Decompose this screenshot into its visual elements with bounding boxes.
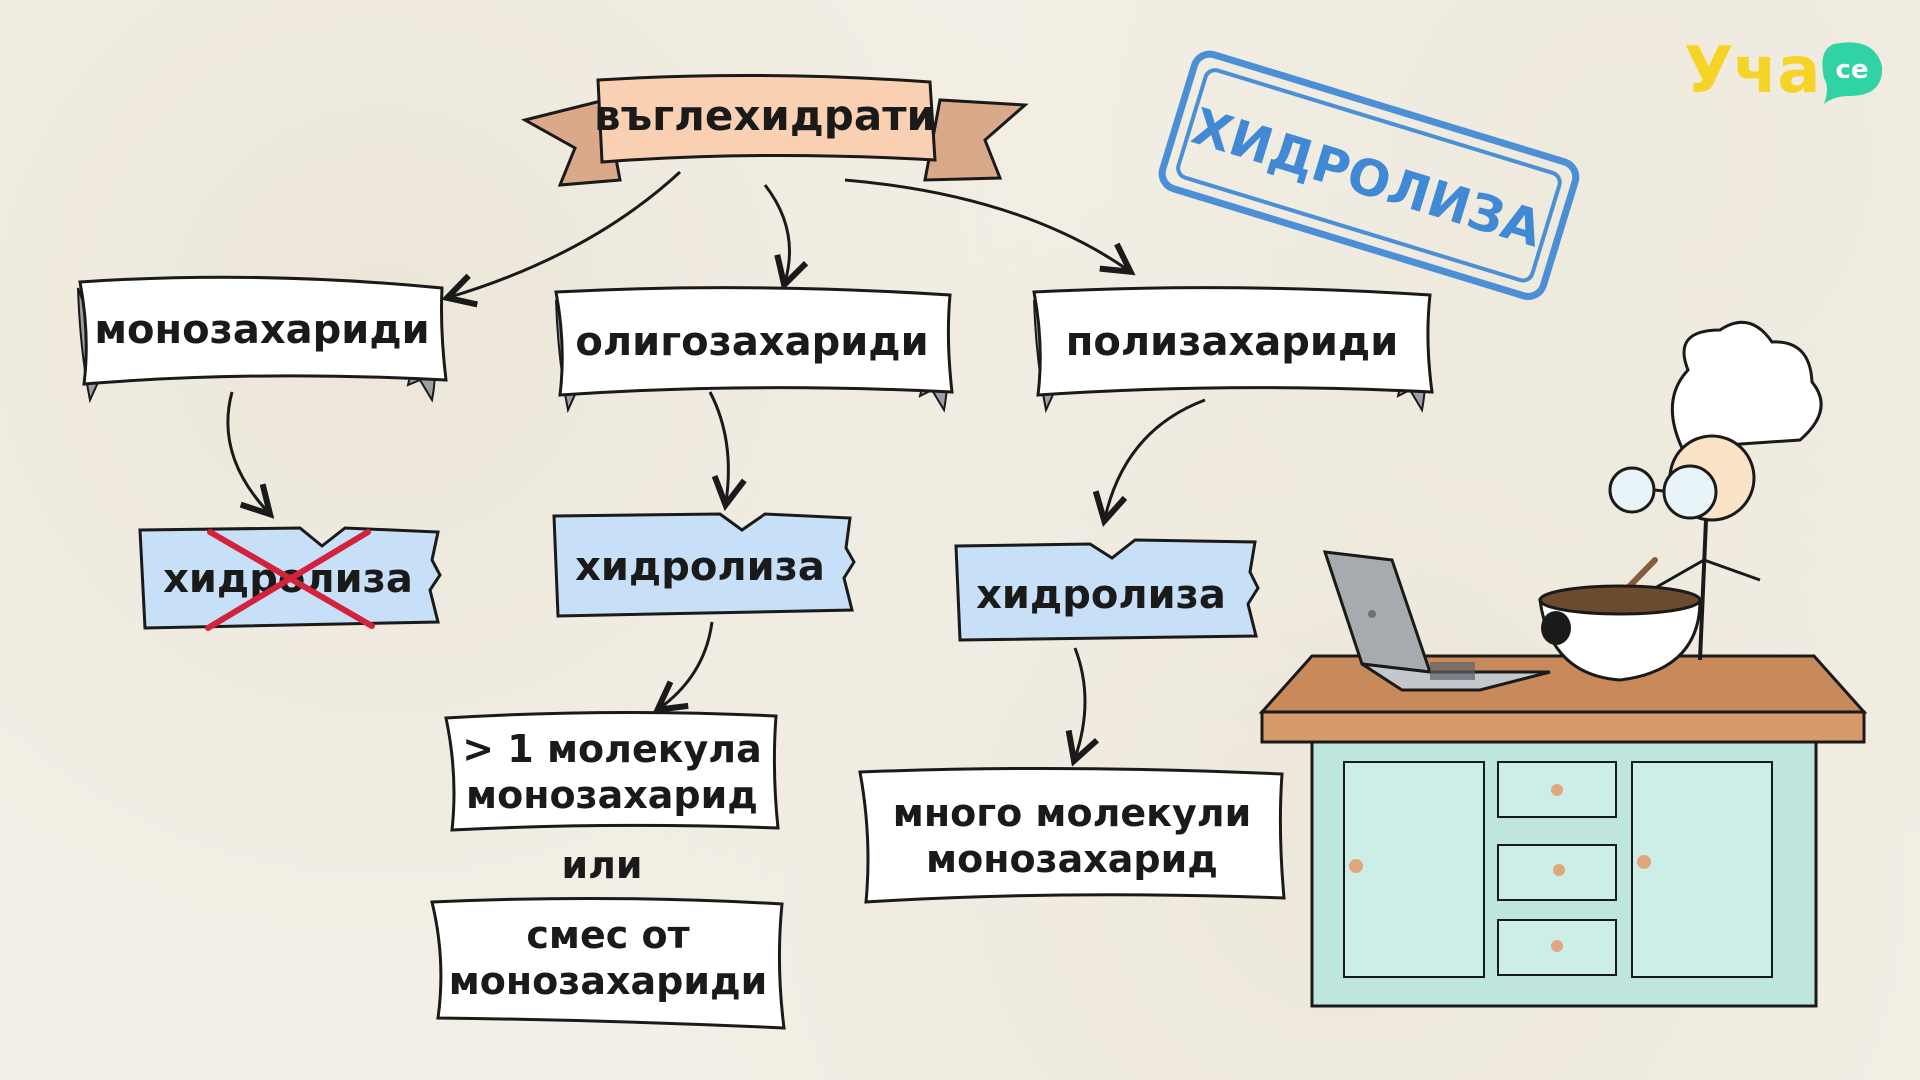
process-box-mono: хидролиза — [138, 526, 442, 631]
title-text: въглехидрати — [594, 91, 936, 140]
process-label-poly: хидролиза — [976, 572, 1226, 618]
logo-text: Уча — [1684, 34, 1820, 108]
result-poly-line1: много молекули — [893, 791, 1251, 835]
logo-badge-text: се — [1835, 55, 1868, 85]
chef-character-icon — [1608, 320, 1823, 661]
arrow-title-to-poly — [844, 178, 1128, 270]
mixing-bowl-icon — [1538, 584, 1702, 682]
result-box-poly: много молекули монозахарид — [858, 766, 1286, 904]
category-label-mono: монозахариди — [94, 307, 429, 353]
result-poly-line2: монозахарид — [926, 837, 1218, 881]
arrow-title-to-oligo — [763, 184, 790, 282]
title-banner: въглехидрати — [520, 73, 1029, 187]
scroll-polysaccharides: полизахариди — [1032, 286, 1434, 414]
arrow-poly-hydrolysis-to-result — [1075, 647, 1085, 758]
process-box-poly: хидролиза — [954, 538, 1260, 642]
arrow-oligo-to-hydrolysis — [708, 391, 728, 502]
scroll-monosaccharides: монозахариди — [77, 275, 448, 404]
arrow-oligo-hydrolysis-to-result — [660, 621, 714, 708]
arrow-title-to-mono — [450, 170, 682, 297]
scroll-oligosaccharides: олигозахариди — [554, 286, 954, 414]
connector-or: или — [561, 843, 642, 887]
alt-result-line1: смес от — [526, 913, 689, 957]
result-box-oligo: > 1 молекула монозахарид — [444, 710, 780, 832]
arrow-poly-to-hydrolysis — [1105, 398, 1206, 518]
uchase-logo: Уча се — [1684, 34, 1883, 108]
alt-result-box-oligo: смес от монозахариди — [430, 896, 786, 1030]
kitchen-counter-icon — [1258, 654, 1868, 1008]
category-label-oligo: олигозахариди — [575, 319, 928, 365]
result-oligo-line1: > 1 молекула — [462, 727, 762, 771]
cross-out-mark — [205, 529, 375, 631]
alt-result-line2: монозахариди — [449, 959, 768, 1003]
arrow-mono-to-hydrolysis — [226, 391, 268, 512]
process-label-oligo: хидролиза — [575, 544, 825, 590]
result-oligo-line2: монозахарид — [466, 773, 758, 817]
laptop-icon — [1322, 550, 1551, 692]
process-box-oligo: хидролиза — [552, 512, 856, 618]
category-label-poly: полизахариди — [1066, 319, 1398, 365]
hydrolysis-stamp: ХИДРОЛИЗА — [1158, 50, 1580, 300]
